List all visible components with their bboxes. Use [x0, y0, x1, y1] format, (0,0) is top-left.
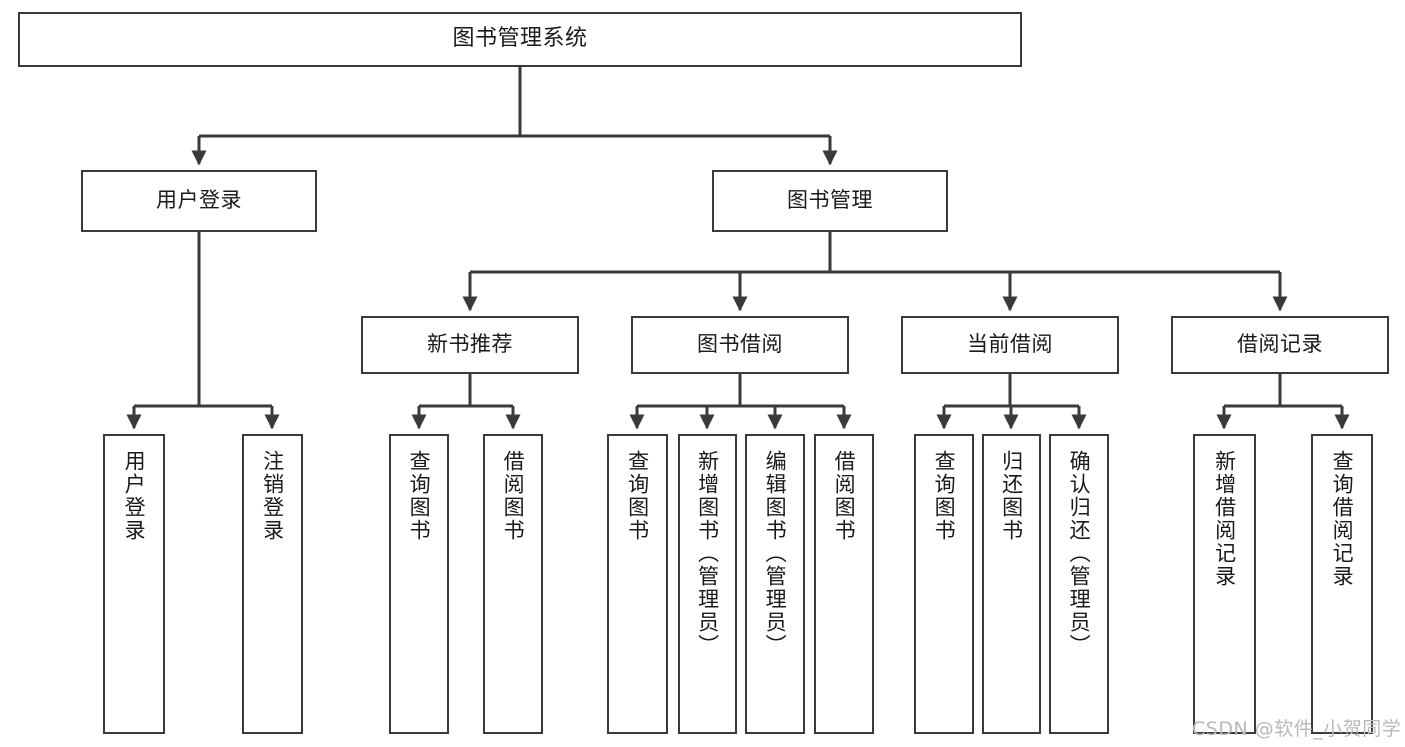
- node-leaf-edit-book[interactable]: 编辑图书（管理员）: [745, 434, 805, 734]
- node-book-borrow[interactable]: 图书借阅: [631, 316, 849, 374]
- node-leaf-return-book[interactable]: 归还图书: [982, 434, 1041, 734]
- watermark: CSDN @软件_小贺同学: [1192, 718, 1402, 740]
- node-leaf-user-login-label: 用户登录: [122, 450, 147, 542]
- node-leaf-add-book[interactable]: 新增图书（管理员）: [678, 434, 737, 734]
- node-leaf-query-book-2[interactable]: 查询图书: [607, 434, 668, 734]
- node-leaf-add-record[interactable]: 新增借阅记录: [1193, 434, 1256, 734]
- node-leaf-query-record-label: 查询借阅记录: [1330, 450, 1355, 588]
- node-leaf-confirm-return[interactable]: 确认归还（管理员）: [1049, 434, 1109, 734]
- node-book-manage[interactable]: 图书管理: [712, 170, 948, 232]
- node-leaf-edit-book-label: 编辑图书（管理员）: [763, 450, 788, 657]
- node-borrow-record[interactable]: 借阅记录: [1171, 316, 1389, 374]
- node-leaf-query-book-1[interactable]: 查询图书: [389, 434, 449, 734]
- node-current-borrow[interactable]: 当前借阅: [901, 316, 1119, 374]
- node-current-borrow-label: 当前借阅: [967, 332, 1053, 357]
- node-user-login[interactable]: 用户登录: [81, 170, 317, 232]
- node-root[interactable]: 图书管理系统: [18, 12, 1022, 67]
- node-leaf-borrow-book-2[interactable]: 借阅图书: [814, 434, 874, 734]
- node-leaf-borrow-book-2-label: 借阅图书: [832, 450, 857, 542]
- node-leaf-user-logout[interactable]: 注销登录: [242, 434, 303, 734]
- node-new-book-rec[interactable]: 新书推荐: [361, 316, 579, 374]
- node-leaf-borrow-book-1[interactable]: 借阅图书: [483, 434, 543, 734]
- node-new-book-rec-label: 新书推荐: [427, 332, 513, 357]
- node-leaf-query-book-3[interactable]: 查询图书: [914, 434, 974, 734]
- node-leaf-user-login[interactable]: 用户登录: [103, 434, 165, 734]
- node-book-borrow-label: 图书借阅: [697, 332, 783, 357]
- node-book-manage-label: 图书管理: [787, 188, 873, 213]
- node-leaf-confirm-return-label: 确认归还（管理员）: [1067, 450, 1092, 657]
- node-leaf-query-book-1-label: 查询图书: [407, 450, 432, 542]
- node-leaf-borrow-book-1-label: 借阅图书: [501, 450, 526, 542]
- node-root-label: 图书管理系统: [452, 26, 588, 52]
- node-leaf-query-book-2-label: 查询图书: [625, 450, 650, 542]
- node-leaf-query-book-3-label: 查询图书: [932, 450, 957, 542]
- node-leaf-user-logout-label: 注销登录: [260, 450, 285, 542]
- node-borrow-record-label: 借阅记录: [1237, 332, 1323, 357]
- node-leaf-add-record-label: 新增借阅记录: [1212, 450, 1237, 588]
- node-user-login-label: 用户登录: [156, 188, 242, 213]
- node-leaf-query-record[interactable]: 查询借阅记录: [1311, 434, 1373, 734]
- node-leaf-return-book-label: 归还图书: [999, 450, 1024, 542]
- node-leaf-add-book-label: 新增图书（管理员）: [695, 450, 720, 657]
